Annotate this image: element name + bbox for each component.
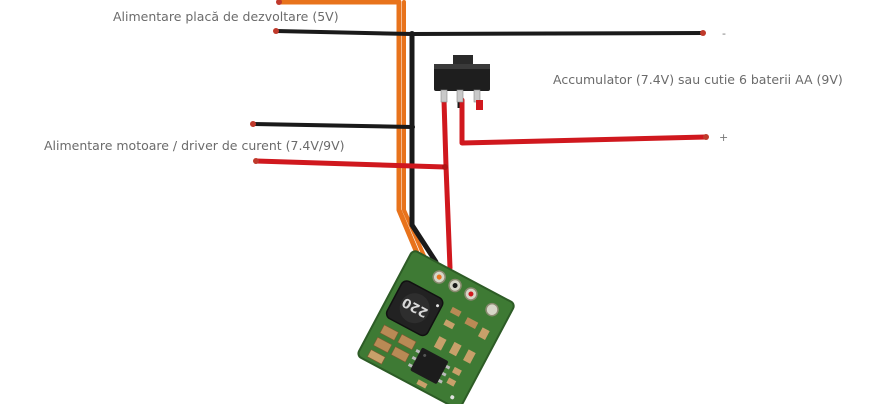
black-wire-end-board (273, 28, 279, 34)
battery-label: Accumulator (7.4V) sau cutie 6 baterii A… (553, 72, 843, 87)
regulator-ic (410, 348, 448, 384)
orange-5v-wire (276, 0, 427, 263)
slide-switch (434, 55, 490, 110)
ground-junction-top (409, 31, 415, 37)
inductor: 220 (385, 280, 444, 337)
motor-supply-label: Alimentare motoare / driver de curent (7… (44, 138, 345, 153)
switch-pin-middle (456, 89, 464, 103)
board-supply-label: Alimentare placă de dezvoltare (5V) (113, 9, 339, 24)
regulator-board: 220 (357, 250, 515, 404)
red-wire-end-battery (703, 134, 709, 140)
smd-capacitor (464, 317, 479, 329)
red-wire-end-motor (253, 158, 259, 164)
pcb-pad-enable (485, 302, 499, 317)
red-positive-wire (253, 97, 709, 271)
ground-junction-motor (409, 124, 415, 130)
smd-resistor (449, 306, 462, 317)
switch-body (434, 64, 490, 91)
smd-capacitor (379, 324, 399, 341)
black-wire-end-battery (700, 30, 706, 36)
positive-junction (442, 164, 448, 170)
black-wire-end-motor (250, 121, 256, 127)
switch-pin-left (440, 89, 448, 103)
positive-terminal-label: + (719, 131, 728, 144)
orange-wire-end (276, 0, 282, 5)
negative-terminal-label: - (722, 27, 726, 40)
